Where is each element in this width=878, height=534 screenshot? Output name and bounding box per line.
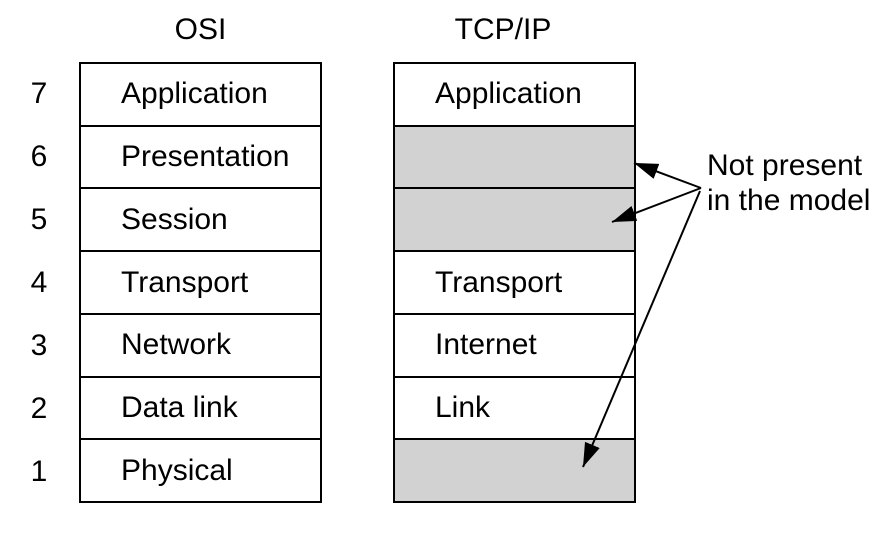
osi-layer-number: 4 xyxy=(30,265,48,299)
tcpip-absent-row xyxy=(395,438,634,502)
osi-layer-numbers: 7 6 5 4 3 2 1 xyxy=(16,62,62,503)
osi-layer-label: Presentation xyxy=(121,140,290,174)
osi-layer-number: 2 xyxy=(30,391,48,425)
osi-layer-row: Presentation xyxy=(81,124,320,188)
tcpip-layer-label: Link xyxy=(435,390,491,424)
tcpip-absent-row xyxy=(395,187,634,251)
tcpip-layer-label: Transport xyxy=(435,265,563,299)
osi-column-title: OSI xyxy=(174,13,227,46)
osi-layer-label: Network xyxy=(121,328,232,362)
osi-layer-number: 3 xyxy=(30,328,48,362)
osi-layer-row: Application xyxy=(81,64,320,125)
osi-layer-label: Data link xyxy=(121,390,238,424)
osi-layer-number: 6 xyxy=(30,139,48,173)
arrow-to-presentation-gap xyxy=(633,162,702,189)
osi-layer-row: Transport xyxy=(81,250,320,313)
osi-layer-label: Session xyxy=(121,202,228,236)
not-present-label-line2: in the model xyxy=(707,184,871,217)
osi-layer-row: Data link xyxy=(81,375,320,439)
tcpip-column-title: TCP/IP xyxy=(454,13,552,46)
osi-layer-label: Physical xyxy=(121,453,233,487)
osi-layer-row: Network xyxy=(81,312,320,376)
osi-layer-number: 1 xyxy=(30,454,48,488)
osi-layer-row: Physical xyxy=(81,438,320,502)
not-present-label: Not present in the model xyxy=(707,148,870,218)
tcpip-layer-label: Internet xyxy=(435,328,537,362)
tcpip-absent-row xyxy=(395,124,634,188)
osi-layer-number: 5 xyxy=(30,202,48,236)
tcpip-layer-row: Internet xyxy=(395,312,634,376)
osi-layer-label: Application xyxy=(121,77,268,111)
not-present-label-line1: Not present xyxy=(707,149,863,182)
osi-layer-row: Session xyxy=(81,187,320,251)
tcpip-layer-row: Link xyxy=(395,375,634,439)
osi-layer-number: 7 xyxy=(30,76,48,110)
osi-layer-label: Transport xyxy=(121,265,249,299)
tcpip-layer-label: Application xyxy=(435,77,582,111)
tcpip-layer-row: Transport xyxy=(395,250,634,313)
tcpip-layer-row: Application xyxy=(395,64,634,125)
